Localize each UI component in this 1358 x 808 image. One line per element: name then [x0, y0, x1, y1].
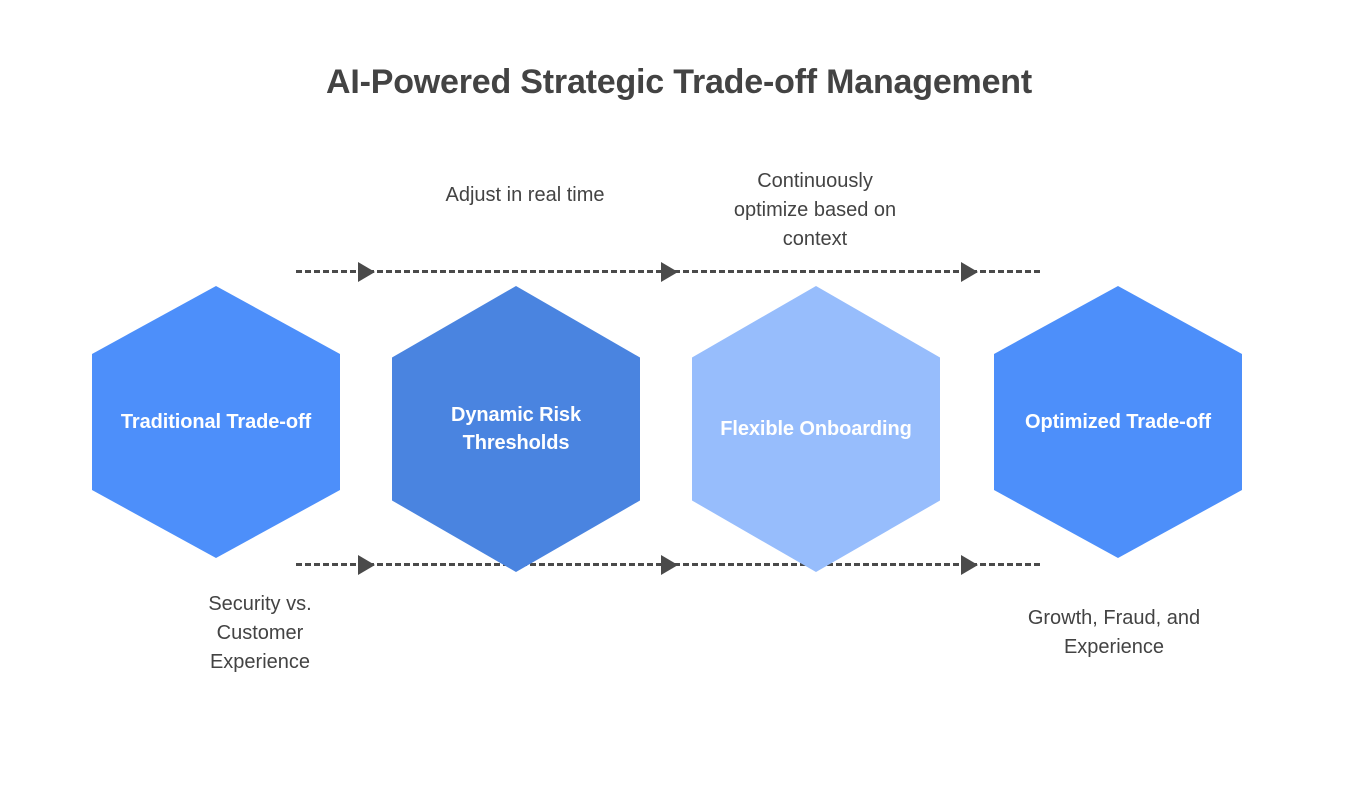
hexagon-traditional-trade-off[interactable]: Traditional Trade-off	[92, 286, 340, 558]
caption-adjust-in-real-time: Adjust in real time	[445, 184, 605, 206]
hexagon-flexible-onboarding[interactable]: Flexible Onboarding	[692, 286, 940, 572]
caption-security-vs-customer-experience: Security vs. Customer Experience	[208, 593, 312, 673]
top-flow-arrow	[296, 260, 1040, 284]
arrowhead-top-3	[961, 262, 978, 282]
hexagon-label-traditional-trade-off: Traditional Trade-off	[120, 410, 312, 433]
arrowhead-top-2	[661, 262, 678, 282]
bottom-flow-arrow	[296, 553, 1040, 577]
hexagon-optimized-trade-off[interactable]: Optimized Trade-off	[994, 286, 1242, 558]
arrowhead-bottom-1	[358, 555, 375, 575]
hexagon-label-dynamic-risk-thresholds: Dynamic Risk Thresholds	[451, 403, 581, 454]
arrowhead-bottom-3	[961, 555, 978, 575]
hexagon-label-flexible-onboarding: Flexible Onboarding	[720, 417, 912, 440]
caption-growth-fraud-experience: Growth, Fraud, and Experience	[1027, 607, 1201, 658]
hexagon-dynamic-risk-thresholds[interactable]: Dynamic Risk Thresholds	[392, 286, 640, 572]
caption-continuously-optimize: Continuously optimize based on context	[733, 170, 897, 250]
page-title: AI-Powered Strategic Trade-off Managemen…	[326, 63, 1032, 101]
arrowhead-bottom-2	[661, 555, 678, 575]
arrowhead-top-1	[358, 262, 375, 282]
hexagon-label-optimized-trade-off: Optimized Trade-off	[1025, 410, 1211, 433]
